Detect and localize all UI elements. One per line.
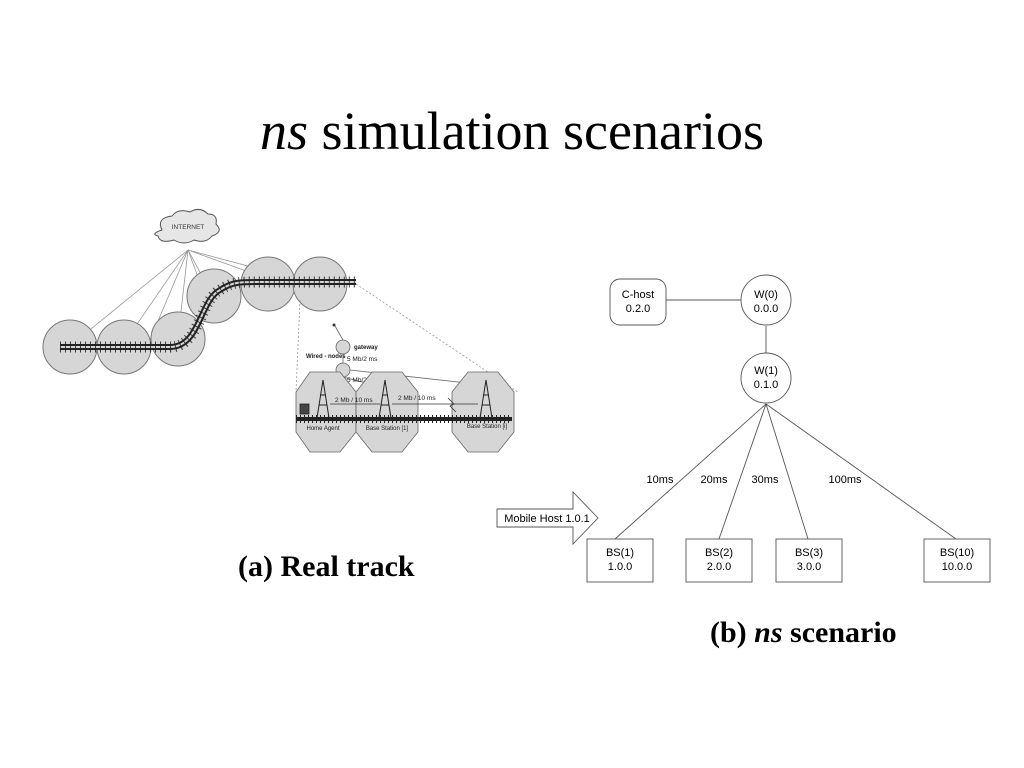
chost-name: C-host	[622, 289, 654, 301]
base-station-node: BS(10) 10.0.0	[923, 538, 991, 583]
gateway-label: gateway	[354, 345, 378, 351]
hex-cells	[295, 371, 515, 453]
base-station-node: BS(3) 3.0.0	[775, 538, 843, 583]
internet-cloud: INTERNET	[154, 208, 220, 244]
link-5mb-lower-label: 5 Mb/2 ms	[347, 377, 378, 384]
internet-label: INTERNET	[172, 224, 205, 231]
base-station-1-label: Base Station [1]	[366, 426, 409, 432]
w0-addr: 0.0.0	[754, 303, 778, 315]
link-2mb-right-label: 2 Mb / 10 ms	[398, 395, 436, 402]
tower-icon	[479, 379, 493, 419]
w1-addr: 0.1.0	[754, 379, 778, 391]
hex-railway-track	[296, 403, 512, 423]
base-station-node: BS(2) 2.0.0	[685, 538, 753, 583]
link-2mb-left-label: 2 Mb / 10 ms	[335, 397, 373, 404]
w0-node: W(0) 0.0.0	[740, 274, 792, 326]
base-station-i-label: Base Station [i]	[467, 424, 508, 430]
base-station-name: BS(1)	[606, 547, 634, 559]
delay-label: 30ms	[752, 474, 779, 486]
mobile-host-label: Mobile Host 1.0.1	[504, 513, 590, 525]
home-agent-label: Home Agent	[306, 426, 339, 432]
wired-nodes-label: Wired - nodes	[306, 354, 346, 360]
railway-track	[60, 276, 356, 353]
hex-labels: Home Agent Base Station [1] Base Station…	[306, 424, 507, 432]
w1-node: W(1) 0.1.0	[740, 352, 792, 404]
delay-label: 100ms	[828, 474, 862, 486]
base-station-addr: 3.0.0	[797, 561, 821, 573]
w0-name: W(0)	[754, 289, 778, 301]
base-station-node: BS(1) 1.0.0	[586, 538, 654, 583]
delay-labels: 10ms 20ms 30ms 100ms	[647, 474, 862, 486]
base-station-name: BS(3)	[795, 547, 823, 559]
delay-label: 10ms	[647, 474, 674, 486]
base-station-name: BS(10)	[940, 547, 974, 559]
tower-icons	[316, 379, 493, 419]
base-station-addr: 10.0.0	[942, 561, 973, 573]
scenario-links	[614, 299, 957, 540]
caption-ns-scenario: (b) ns scenario	[710, 616, 897, 649]
chost-node: C-host 0.2.0	[609, 278, 667, 326]
link-5mb-upper-label: 5 Mb/2 ms	[347, 356, 378, 363]
delay-label: 20ms	[701, 474, 728, 486]
base-station-addr: 2.0.0	[707, 561, 731, 573]
wired-nodes: gateway Wired - nodes 5 Mb/2 ms 5 Mb/2 m…	[306, 323, 486, 389]
base-station-nodes: BS(1) 1.0.0 BS(2) 2.0.0 BS(3) 3.0.0 BS(1…	[586, 538, 991, 583]
chost-addr: 0.2.0	[626, 303, 650, 315]
tower-icon	[316, 379, 330, 419]
zoom-lines	[295, 283, 519, 393]
w1-name: W(1)	[754, 365, 778, 377]
caption-real-track: (a) Real track	[238, 550, 415, 583]
slide-title: ns simulation scenarios	[260, 101, 764, 161]
radio-links: 2 Mb / 10 ms 2 Mb / 10 ms	[330, 395, 478, 413]
mobile-host-arrow: Mobile Host 1.0.1	[496, 490, 599, 546]
base-station-addr: 1.0.0	[608, 561, 632, 573]
base-station-name: BS(2)	[705, 547, 733, 559]
tower-icon	[378, 379, 392, 419]
